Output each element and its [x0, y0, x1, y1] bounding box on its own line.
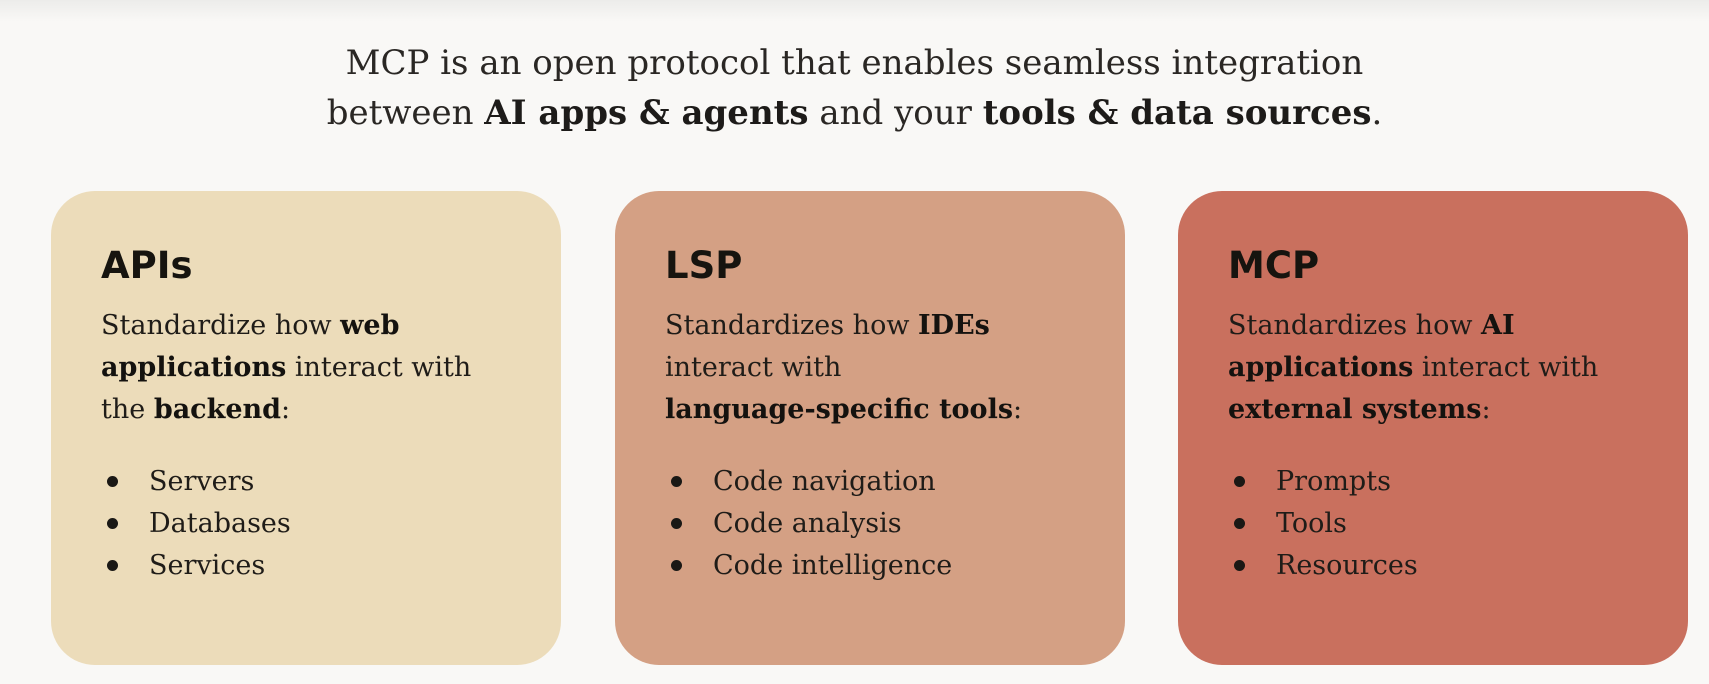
intro-highlight-tools: tools & data sources [982, 93, 1372, 133]
card-description: Standardize how web applications interac… [101, 305, 515, 431]
desc-part: : [1013, 394, 1023, 425]
card-description: Standardizes how AI applications interac… [1228, 305, 1642, 431]
card-title: APIs [101, 244, 193, 287]
desc-part-bold: AI applications [1228, 310, 1515, 383]
card-mcp: MCP Standardizes how AI applications int… [1178, 191, 1688, 665]
desc-part-bold: backend [153, 394, 282, 425]
list-item: Prompts [1228, 461, 1642, 503]
desc-part-bold: language-specific tools [665, 394, 1014, 425]
list-item: Code intelligence [665, 545, 1079, 587]
list-item: Servers [101, 461, 515, 503]
list-item: Services [101, 545, 515, 587]
desc-part: Standardizes how [665, 310, 919, 341]
card-description: Standardizes how IDEs interact with lang… [665, 305, 1079, 431]
desc-part: Standardizes how [1228, 310, 1482, 341]
desc-part-bold: IDEs [918, 310, 990, 341]
desc-part-bold: web applications [101, 310, 400, 383]
intro-highlight-ai-apps: AI apps & agents [484, 93, 809, 133]
desc-part: : [1481, 394, 1491, 425]
card-apis: APIs Standardize how web applications in… [51, 191, 561, 665]
list-item: Databases [101, 503, 515, 545]
desc-part: : [281, 394, 291, 425]
card-list: Prompts Tools Resources [1228, 461, 1642, 587]
desc-part: interact with the [101, 352, 472, 425]
list-item: Tools [1228, 503, 1642, 545]
list-item: Resources [1228, 545, 1642, 587]
card-title: LSP [665, 244, 743, 287]
desc-part: interact with [1413, 352, 1599, 383]
card-list: Servers Databases Services [101, 461, 515, 587]
intro-line-2: between AI apps & agents and your tools … [0, 88, 1709, 138]
intro-line-2-a: between [326, 93, 485, 133]
desc-part: interact with [665, 352, 842, 383]
desc-part: Standardize how [101, 310, 341, 341]
card-title: MCP [1228, 244, 1320, 287]
top-shade [0, 0, 1709, 22]
list-item: Code analysis [665, 503, 1079, 545]
intro-line-2-c: and your [808, 93, 983, 133]
intro-line-2-e: . [1371, 93, 1383, 133]
desc-part-bold: external systems [1228, 394, 1482, 425]
list-item: Code navigation [665, 461, 1079, 503]
intro-text: MCP is an open protocol that enables sea… [0, 38, 1709, 138]
intro-line-1: MCP is an open protocol that enables sea… [345, 43, 1364, 83]
card-list: Code navigation Code analysis Code intel… [665, 461, 1079, 587]
card-lsp: LSP Standardizes how IDEs interact with … [615, 191, 1125, 665]
